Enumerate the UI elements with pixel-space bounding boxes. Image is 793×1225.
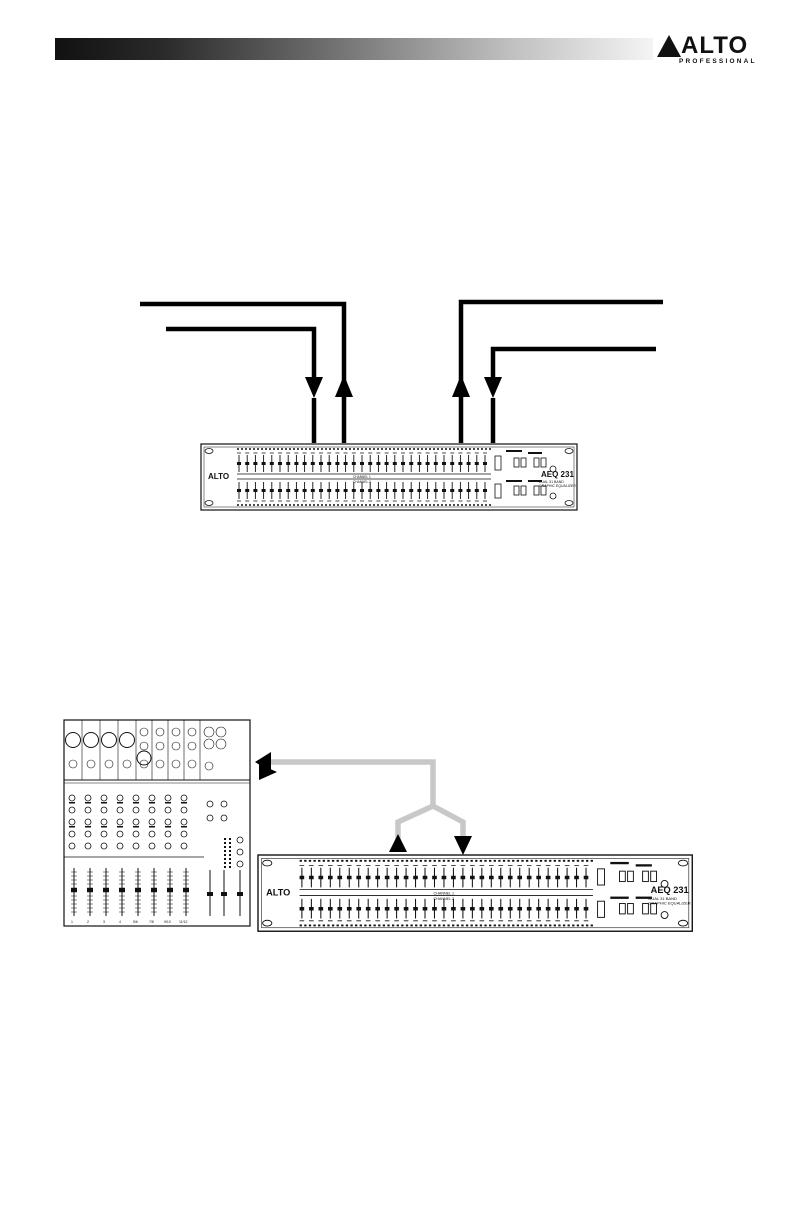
diagram-1: ALTO AEQ 231 DUAL 31 BAND GRAPHIC EQUALI… [140, 302, 663, 510]
eq-brand: ALTO [266, 887, 290, 897]
eq-subtitle-2: GRAPHIC EQUALIZER [539, 484, 576, 488]
eq-model: AEQ 231 [651, 885, 689, 895]
diagram-2: 1 2 3 4 5/6 7/8 9/10 11/12 ALTO AEQ 231 … [64, 720, 692, 931]
arrow-up-icon [452, 375, 470, 397]
mixer-channel-label: 2 [87, 920, 89, 924]
eq-channel-2: CHANNEL 2 [353, 480, 371, 484]
mixer-unit: 1 2 3 4 5/6 7/8 9/10 11/12 [64, 720, 250, 926]
mixer-channel-label: 4 [119, 920, 121, 924]
gray-cables [268, 762, 463, 840]
eq-brand: ALTO [208, 472, 229, 481]
black-cables [140, 302, 663, 443]
arrow-down-icon [454, 836, 472, 855]
mixer-channel-label: 5/6 [133, 920, 138, 924]
equalizer-unit-2: ALTO AEQ 231 DUAL 31 BAND GRAPHIC EQUALI… [258, 855, 692, 931]
equalizer-unit-1: ALTO AEQ 231 DUAL 31 BAND GRAPHIC EQUALI… [201, 444, 577, 510]
eq-channel-1: CHANNEL 1 [353, 475, 371, 479]
arrow-up-icon [389, 834, 407, 852]
eq-channel-2: CHANNEL 2 [434, 897, 455, 901]
eq-model: AEQ 231 [541, 470, 574, 479]
mixer-channel-label: 3 [103, 920, 105, 924]
eq-subtitle-2: GRAPHIC EQUALIZER [648, 901, 690, 906]
arrow-down-icon [484, 377, 502, 398]
mixer-channel-label: 11/12 [179, 920, 188, 924]
mixer-channel-label: 7/8 [149, 920, 154, 924]
mixer-channel-label: 9/10 [164, 920, 171, 924]
arrow-up-icon [335, 375, 353, 397]
arrow-down-icon [305, 377, 323, 398]
eq-channel-1: CHANNEL 1 [434, 891, 455, 895]
mixer-channel-label: 1 [71, 920, 73, 924]
